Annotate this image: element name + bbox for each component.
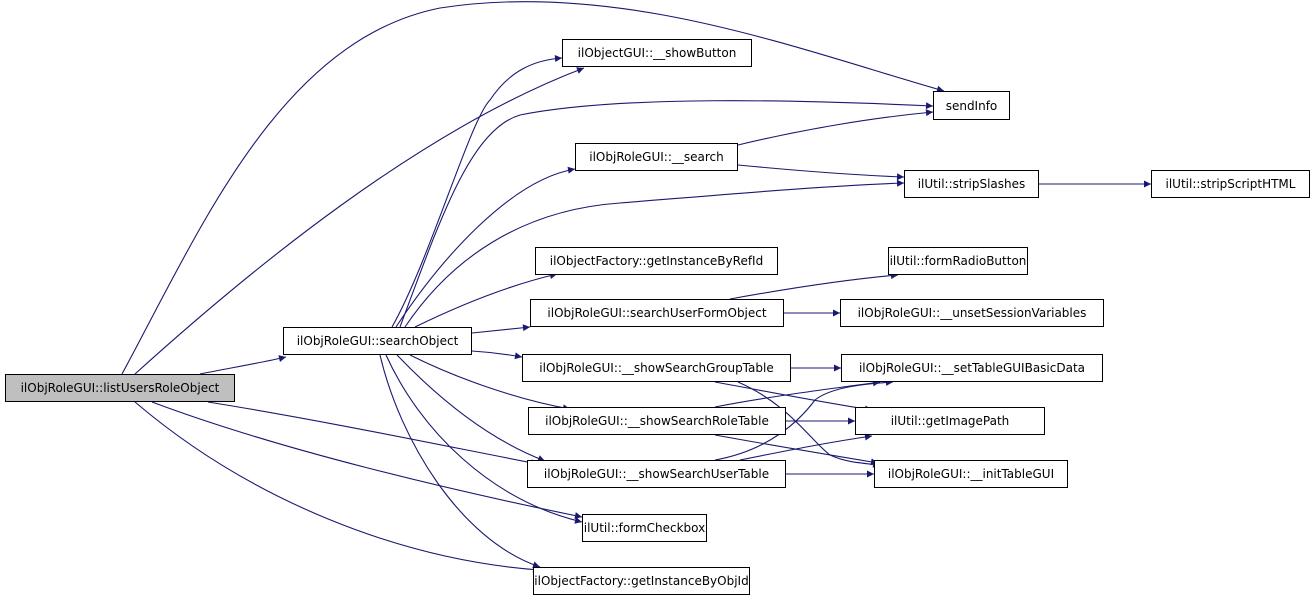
edge-searchObject-to-searchUserFormObject [471,324,531,334]
node-getImagePath[interactable]: ilUtil::getImagePath [855,407,1045,435]
node-getInstanceByObjId[interactable]: ilObjectFactory::getInstanceByObjId [533,567,750,595]
edge-showSearchGroupTable-to-getImagePath [714,381,873,413]
node-initTableGUI[interactable]: ilObjRoleGUI::__initTableGUI [874,460,1068,488]
edge-search-to-stripSlashes [737,164,905,181]
edge-searchUserFormObject-to-formRadioButton [729,272,899,300]
node-setTableGUIBasicData[interactable]: ilObjRoleGUI::__setTableGUIBasicData [841,354,1103,382]
edge-searchObject-to-search [395,166,576,328]
edge-showSearchUserTable-to-getImagePath [739,433,873,461]
edge-root-to-sendInfo [121,1,945,375]
node-showSearchGroupTable[interactable]: ilObjRoleGUI::__showSearchGroupTable [522,354,791,382]
edge-searchObject-to-showSearchUserTable [396,354,546,462]
node-unsetSessionVariables[interactable]: ilObjRoleGUI::__unsetSessionVariables [840,299,1104,327]
edge-searchObject-to-sendInfo [399,100,934,328]
edge-root-to-showButton [134,67,585,375]
edge-showSearchUserTable-to-setTableGUIBasicData [714,378,894,461]
node-showSearchRoleTable[interactable]: ilObjRoleGUI::__showSearchRoleTable [528,407,786,435]
node-formRadioButton[interactable]: ilUtil::formRadioButton [888,247,1028,275]
edge-searchObject-to-showSearchGroupTable [471,350,523,360]
edge-root-to-searchObject [199,355,287,375]
edge-root-to-getInstanceByObjId [134,401,541,573]
node-showSearchUserTable[interactable]: ilObjRoleGUI::__showSearchUserTable [527,460,786,488]
node-showButton[interactable]: ilObjectGUI::__showButton [562,39,752,67]
node-sendInfo[interactable]: sendInfo [933,91,1010,120]
edge-searchObject-to-getInstanceByObjId [379,354,541,569]
edge-searchObject-to-getInstanceByRefId [414,272,558,328]
node-getInstanceByRefId[interactable]: ilObjectFactory::getInstanceByRefId [535,247,778,275]
edge-searchObject-to-stripSlashes [404,179,905,328]
edge-showSearchGroupTable-to-initTableGUI [737,381,881,468]
node-stripScriptHTML[interactable]: ilUtil::stripScriptHTML [1151,170,1310,198]
node-searchObject[interactable]: ilObjRoleGUI::searchObject [283,327,472,355]
node-formCheckbox[interactable]: ilUtil::formCheckbox [582,514,707,542]
edge-root-to-showSearchUserTable [207,401,539,467]
node-root: ilObjRoleGUI::listUsersRoleObject [5,374,235,402]
node-search[interactable]: ilObjRoleGUI::__search [575,143,738,171]
edge-root-to-formCheckbox [151,401,583,520]
node-searchUserFormObject[interactable]: ilObjRoleGUI::searchUserFormObject [530,299,784,327]
node-stripSlashes[interactable]: ilUtil::stripSlashes [904,170,1039,198]
edge-searchObject-to-showSearchRoleTable [409,354,571,412]
edge-search-to-sendInfo [737,109,934,146]
edge-searchObject-to-formCheckbox [385,354,583,524]
edge-searchObject-to-showButton [391,55,563,328]
edge-showSearchRoleTable-to-initTableGUI [714,434,879,466]
